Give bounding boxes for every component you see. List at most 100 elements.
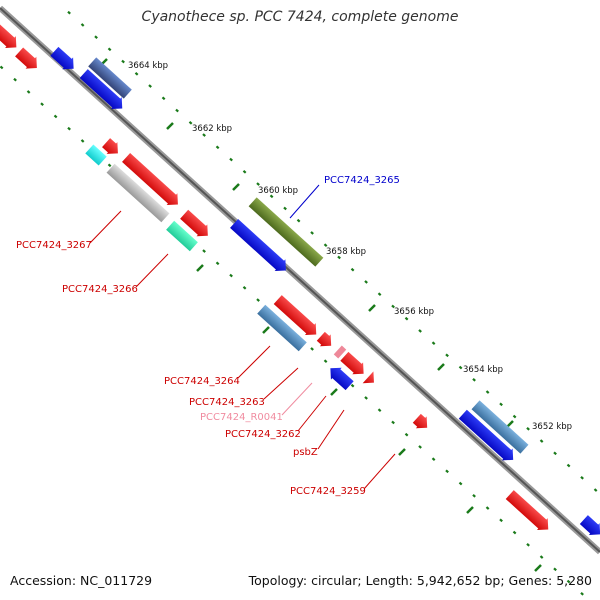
scale-tick [566, 463, 571, 468]
gene-label-PCC7424_3259[interactable]: PCC7424_3259 [290, 486, 366, 497]
scale-tick [188, 120, 193, 125]
gene-arrow[interactable] [0, 23, 22, 54]
gene-label-group[interactable]: PCC7424_3265 PCC7424_3267 PCC7424_3266 P… [16, 175, 400, 497]
scale-tick [404, 432, 409, 437]
scale-tick [134, 72, 139, 76]
scale-tick [175, 108, 179, 113]
scale-tick [256, 182, 260, 186]
scale-tick [391, 304, 395, 309]
gene-arrow[interactable] [325, 362, 355, 391]
gene-arrow[interactable] [272, 294, 321, 341]
scale-tick [350, 383, 355, 388]
scale-tick [107, 47, 112, 52]
gene-label-PCC7424_3264[interactable]: PCC7424_3264 [164, 376, 240, 387]
gene-arrow[interactable] [578, 514, 600, 541]
scale-tick [431, 341, 436, 345]
gene-arrow[interactable] [339, 350, 369, 379]
gene-arrow[interactable] [121, 152, 184, 211]
gene-arrow[interactable] [88, 57, 132, 99]
scale-tick [229, 273, 233, 278]
scale-tick [377, 408, 382, 412]
scale-tick-major [466, 506, 474, 514]
scale-tick [553, 567, 557, 572]
gene-arrow[interactable] [106, 163, 170, 223]
scale-tick [593, 488, 598, 492]
scale-tick [485, 506, 490, 510]
gene-arrow[interactable] [411, 412, 432, 433]
scale-label: 3664 kbp [128, 61, 168, 71]
gene-arrow[interactable] [229, 218, 292, 277]
gene-arrow[interactable] [85, 144, 107, 166]
scale-tick [364, 396, 368, 400]
gene-arrow[interactable] [471, 400, 529, 454]
scale-tick [296, 218, 301, 223]
scale-label: 3652 kbp [532, 422, 572, 432]
gene-arrow[interactable] [504, 489, 553, 536]
scale-tick [67, 126, 71, 131]
scale-tick-major [330, 388, 338, 396]
scale-tick [472, 494, 476, 498]
scale-tick [215, 261, 220, 266]
gene-label-PCC7424_3267[interactable]: PCC7424_3267 [16, 240, 92, 251]
scale-tick-major [437, 363, 445, 371]
gene-label-PCC7424_3265[interactable]: PCC7424_3265 [324, 175, 400, 186]
scale-tick [472, 378, 476, 382]
gene-label-PCC7424_3263[interactable]: PCC7424_3263 [189, 397, 265, 408]
scale-tick [121, 59, 125, 64]
gene-arrow[interactable] [179, 208, 213, 241]
scale-tick [458, 481, 463, 486]
scale-tick [512, 530, 517, 535]
scale-label: 3656 kbp [394, 307, 434, 317]
gene-arrow[interactable] [101, 137, 124, 160]
gene-arrow[interactable] [78, 68, 127, 115]
gene-arrow[interactable] [248, 197, 324, 267]
label-leader-lines [89, 184, 396, 490]
scale-tick-major [368, 304, 376, 312]
gene-arrow[interactable] [457, 408, 518, 466]
scale-tick [418, 329, 422, 333]
gene-label-PCC7424_R0041[interactable]: PCC7424_R0041 [200, 412, 283, 423]
scale-tick-major [232, 183, 240, 191]
gene-arrow[interactable] [14, 46, 43, 74]
scale-tick [13, 77, 17, 82]
scale-tick [242, 285, 247, 290]
gene-arrow[interactable] [257, 304, 307, 352]
scale-tick [364, 280, 368, 284]
scale-tick [526, 542, 530, 547]
scale-tick [566, 579, 571, 584]
scale-tick [499, 518, 503, 523]
gene-features[interactable] [0, 23, 600, 541]
accession-label: Accession: NC_011729 [10, 573, 153, 588]
scale-tick-major [506, 420, 514, 428]
scale-tick [67, 10, 71, 15]
scale-tick [539, 439, 544, 443]
scale-tick-major [262, 326, 270, 334]
scale-tick [229, 157, 233, 162]
gene-arrow[interactable] [362, 371, 380, 388]
scale-label-group: 3664 kbp 3662 kbp 3660 kbp 3658 kbp 3656… [128, 61, 572, 432]
scale-tick [323, 243, 328, 248]
gene-label-psbZ[interactable]: psbZ [293, 447, 318, 458]
gene-arrow[interactable] [333, 345, 347, 359]
scale-tick [445, 469, 449, 474]
scale-tick [80, 23, 85, 27]
scale-tick [161, 96, 166, 101]
scale-tick [94, 35, 98, 39]
gene-arrow[interactable] [166, 220, 198, 252]
scale-tick [202, 133, 206, 137]
scale-tick [269, 194, 274, 199]
scale-tick [458, 365, 463, 370]
gene-label-PCC7424_3262[interactable]: PCC7424_3262 [225, 429, 301, 440]
scale-tick-major [196, 264, 204, 272]
topology-label: Topology: circular; Length: 5,942,652 bp… [248, 573, 592, 588]
gene-label-PCC7424_3266[interactable]: PCC7424_3266 [62, 284, 138, 295]
scale-label: 3658 kbp [326, 247, 366, 257]
scale-tick [40, 102, 44, 106]
scale-tick [337, 255, 341, 260]
gene-arrow[interactable] [49, 45, 79, 74]
scale-tick [526, 426, 530, 431]
scale-tick [283, 206, 287, 211]
gene-arrow[interactable] [315, 330, 336, 351]
scale-tick [242, 169, 247, 174]
